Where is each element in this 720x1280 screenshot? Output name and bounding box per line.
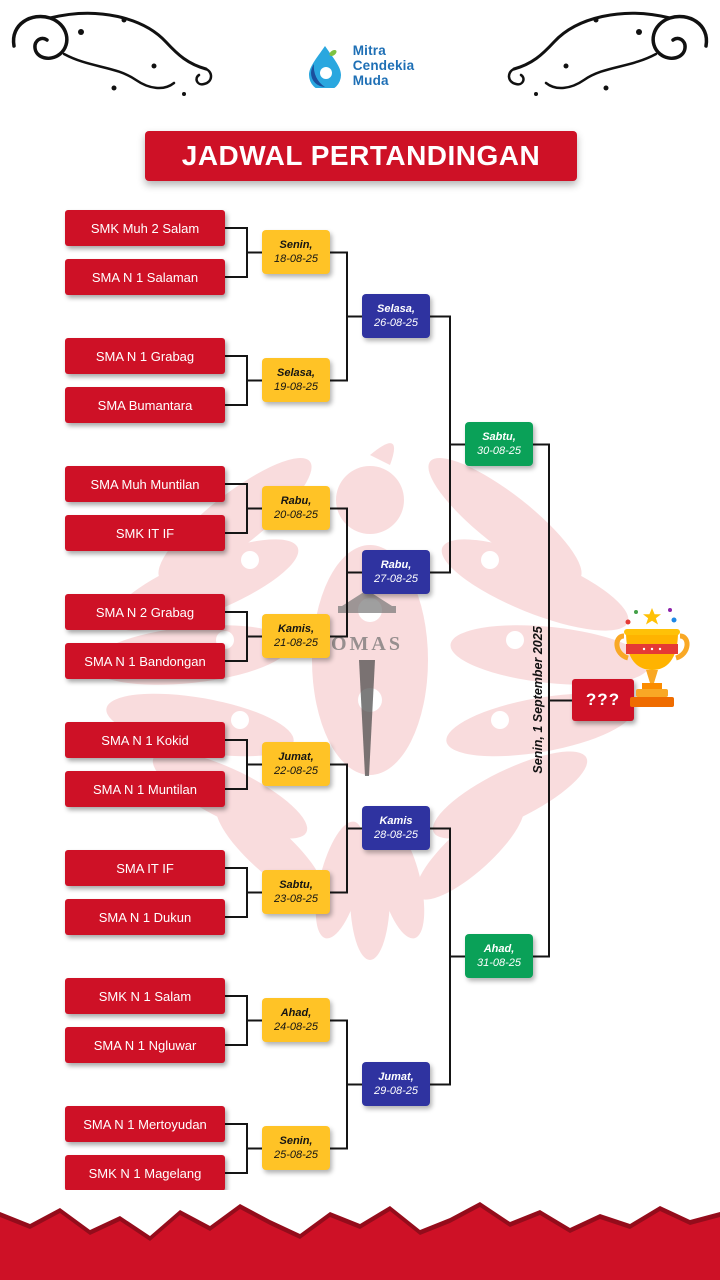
quarterfinal-date-box: Jumat, 29-08-25 [362, 1062, 430, 1106]
match-day: Jumat, [378, 1070, 414, 1083]
match-date: 18-08-25 [273, 253, 319, 265]
match-day: Senin, [279, 1134, 313, 1147]
match-date: 23-08-25 [273, 893, 319, 905]
match-date: 19-08-25 [273, 381, 319, 393]
team-box: SMA Bumantara [65, 387, 225, 423]
match-date-box: Rabu, 20-08-25 [262, 486, 330, 530]
champion-box: ??? [572, 679, 634, 721]
match-date-box: Kamis, 21-08-25 [262, 614, 330, 658]
match-day: Selasa, [377, 302, 415, 315]
team-box: SMA N 2 Grabag [65, 594, 225, 630]
logo-line-1: Mitra [352, 43, 386, 58]
match-date: 27-08-25 [373, 573, 419, 585]
page-title: JADWAL PERTANDINGAN [145, 131, 577, 181]
match-date: 22-08-25 [273, 765, 319, 777]
team-box: SMK IT IF [65, 515, 225, 551]
logo-drop-icon [308, 46, 341, 89]
final-date-label: Senin, 1 September 2025 [531, 626, 545, 774]
match-date: 29-08-25 [373, 1085, 419, 1097]
match-date-box: Ahad, 24-08-25 [262, 998, 330, 1042]
match-day: Ahad, [280, 1006, 312, 1019]
match-date-box: Jumat, 22-08-25 [262, 742, 330, 786]
match-day: Kamis, [277, 622, 315, 635]
match-date: 21-08-25 [273, 637, 319, 649]
logo-line-2: Cendekia [352, 57, 415, 73]
match-day: Kamis [379, 814, 413, 827]
logo-text: Mitra Cendekia Muda [352, 43, 415, 89]
match-date-box: Selasa, 19-08-25 [262, 358, 330, 402]
corner-flourish-left-icon [11, 11, 213, 96]
semifinal-date-box: Ahad, 31-08-25 [465, 934, 533, 978]
match-date: 25-08-25 [273, 1149, 319, 1161]
logo-line-3: Muda [352, 72, 389, 88]
match-day: Selasa, [277, 366, 315, 379]
match-date: 20-08-25 [273, 509, 319, 521]
match-date-box: Senin, 25-08-25 [262, 1126, 330, 1170]
match-day: Senin, [279, 238, 313, 251]
team-box: SMK Muh 2 Salam [65, 210, 225, 246]
match-day: Ahad, [483, 942, 515, 955]
match-date-box: Sabtu, 23-08-25 [262, 870, 330, 914]
team-box: SMK N 1 Salam [65, 978, 225, 1014]
match-date: 24-08-25 [273, 1021, 319, 1033]
team-box: SMK N 1 Magelang [65, 1155, 225, 1191]
match-day: Rabu, [280, 494, 312, 507]
team-box: SMA N 1 Bandongan [65, 643, 225, 679]
quarterfinal-date-box: Selasa, 26-08-25 [362, 294, 430, 338]
team-box: SMA N 1 Grabag [65, 338, 225, 374]
corner-flourish-right-icon [507, 11, 709, 96]
team-box: SMA N 1 Ngluwar [65, 1027, 225, 1063]
match-day: Sabtu, [482, 430, 516, 443]
quarterfinal-date-box: Rabu, 27-08-25 [362, 550, 430, 594]
team-box: SMA N 1 Salaman [65, 259, 225, 295]
match-date: 28-08-25 [373, 829, 419, 841]
team-box: SMA IT IF [65, 850, 225, 886]
quarterfinal-date-box: Kamis 28-08-25 [362, 806, 430, 850]
semifinal-date-box: Sabtu, 30-08-25 [465, 422, 533, 466]
match-date: 26-08-25 [373, 317, 419, 329]
match-day: Rabu, [380, 558, 412, 571]
team-box: SMA N 1 Muntilan [65, 771, 225, 807]
team-box: SMA Muh Muntilan [65, 466, 225, 502]
logo: Mitra Cendekia Muda [0, 43, 720, 89]
match-date: 31-08-25 [476, 957, 522, 969]
match-date: 30-08-25 [476, 445, 522, 457]
match-day: Jumat, [278, 750, 314, 763]
team-box: SMA N 1 Dukun [65, 899, 225, 935]
match-day: Sabtu, [279, 878, 313, 891]
team-box: SMA N 1 Kokid [65, 722, 225, 758]
match-date-box: Senin, 18-08-25 [262, 230, 330, 274]
team-box: SMA N 1 Mertoyudan [65, 1106, 225, 1142]
